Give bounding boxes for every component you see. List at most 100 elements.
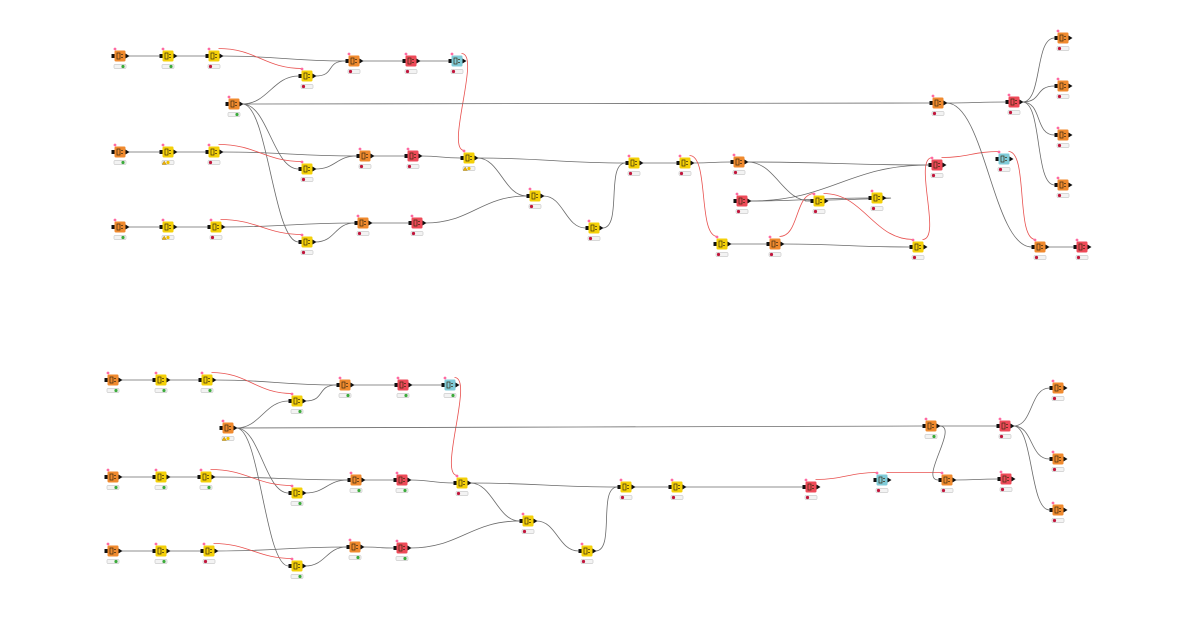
workflow-node[interactable] <box>159 47 178 69</box>
workflow-node[interactable] <box>402 52 421 74</box>
data-connection[interactable] <box>932 425 946 481</box>
input-port[interactable] <box>111 54 115 58</box>
flow-variable-port[interactable] <box>207 47 211 51</box>
flow-variable-connection[interactable] <box>213 543 293 559</box>
data-connection[interactable] <box>1022 101 1055 186</box>
flow-variable-port[interactable] <box>804 478 808 482</box>
flow-variable-port[interactable] <box>812 192 816 196</box>
input-port[interactable] <box>298 74 302 78</box>
data-connection[interactable] <box>315 222 355 243</box>
output-port[interactable] <box>361 477 366 483</box>
input-port[interactable] <box>730 160 734 164</box>
data-connection[interactable] <box>315 155 357 170</box>
flow-variable-connection[interactable] <box>458 53 468 151</box>
output-port[interactable] <box>533 518 538 524</box>
workflow-node[interactable] <box>200 542 219 564</box>
input-port[interactable] <box>995 157 999 161</box>
input-port[interactable] <box>205 54 209 58</box>
flow-variable-port[interactable] <box>161 218 165 222</box>
flow-variable-port[interactable] <box>410 214 414 218</box>
flow-variable-connection[interactable] <box>823 193 914 240</box>
workflow-node[interactable] <box>453 474 472 496</box>
workflow-node[interactable] <box>159 218 178 240</box>
data-connection[interactable] <box>410 479 454 484</box>
data-connection[interactable] <box>750 164 929 202</box>
workflow-node[interactable] <box>408 214 427 236</box>
data-connection[interactable] <box>1022 85 1055 103</box>
flow-variable-port[interactable] <box>1051 379 1055 383</box>
flow-variable-port[interactable] <box>349 471 353 475</box>
input-port[interactable] <box>207 225 211 229</box>
input-port[interactable] <box>1049 508 1053 512</box>
flow-variable-connection[interactable] <box>922 157 933 240</box>
data-connection[interactable] <box>946 102 1032 248</box>
flow-variable-port[interactable] <box>300 233 304 237</box>
input-port[interactable] <box>402 59 406 63</box>
workflow-node[interactable] <box>152 468 171 490</box>
input-port[interactable] <box>394 383 398 387</box>
output-port[interactable] <box>882 195 887 201</box>
flow-variable-port[interactable] <box>113 47 117 51</box>
output-port[interactable] <box>462 58 467 64</box>
input-port[interactable] <box>526 194 530 198</box>
output-port[interactable] <box>631 484 636 490</box>
output-port[interactable] <box>1068 35 1073 41</box>
workflow-node[interactable] <box>1054 176 1073 198</box>
workflow-node[interactable] <box>394 376 413 398</box>
output-port[interactable] <box>125 149 130 155</box>
output-port[interactable] <box>1063 456 1068 462</box>
input-port[interactable] <box>288 399 292 403</box>
flow-variable-port[interactable] <box>290 484 294 488</box>
workflow-node[interactable] <box>393 471 412 493</box>
workflow-node[interactable] <box>996 417 1015 439</box>
flow-variable-port[interactable] <box>227 95 231 99</box>
flow-variable-port[interactable] <box>450 52 454 56</box>
output-port[interactable] <box>1011 476 1016 482</box>
flow-variable-port[interactable] <box>395 539 399 543</box>
output-port[interactable] <box>312 73 317 79</box>
flow-variable-port[interactable] <box>732 153 736 157</box>
output-port[interactable] <box>368 220 373 226</box>
workflow-node[interactable] <box>766 235 785 257</box>
flow-variable-port[interactable] <box>619 478 623 482</box>
flow-variable-connection[interactable] <box>210 469 293 486</box>
input-port[interactable] <box>810 199 814 203</box>
workflow-node[interactable] <box>1054 29 1073 51</box>
workflow-node[interactable] <box>219 419 238 441</box>
output-port[interactable] <box>690 160 695 166</box>
flow-variable-port[interactable] <box>404 52 408 56</box>
output-port[interactable] <box>887 477 892 483</box>
flow-variable-port[interactable] <box>1075 238 1079 242</box>
flow-variable-port[interactable] <box>154 542 158 546</box>
flow-variable-port[interactable] <box>875 471 879 475</box>
workflow-node[interactable] <box>519 512 538 534</box>
output-port[interactable] <box>350 382 355 388</box>
output-port[interactable] <box>360 544 365 550</box>
workflow-node[interactable] <box>526 187 545 209</box>
flow-variable-connection[interactable] <box>450 377 462 476</box>
data-connection[interactable] <box>595 486 618 552</box>
output-port[interactable] <box>1087 244 1092 250</box>
data-connection[interactable] <box>236 427 289 567</box>
data-connection[interactable] <box>242 103 299 170</box>
output-port[interactable] <box>233 425 238 431</box>
input-port[interactable] <box>453 481 457 485</box>
output-port[interactable] <box>118 377 123 383</box>
workflow-node[interactable] <box>288 392 307 414</box>
flow-variable-port[interactable] <box>580 542 584 546</box>
flow-variable-port[interactable] <box>300 67 304 71</box>
flow-variable-port[interactable] <box>940 471 944 475</box>
workflow-node[interactable] <box>1049 379 1068 401</box>
output-port[interactable] <box>118 548 123 554</box>
workflow-node[interactable] <box>909 238 928 260</box>
input-port[interactable] <box>868 196 872 200</box>
flow-variable-port[interactable] <box>113 143 117 147</box>
workflow-node[interactable] <box>922 417 941 439</box>
workflow-node[interactable] <box>205 47 224 69</box>
workflow-node[interactable] <box>1049 450 1068 472</box>
data-connection[interactable] <box>421 155 461 159</box>
flow-variable-port[interactable] <box>358 147 362 151</box>
data-connection[interactable] <box>477 157 626 164</box>
data-connection[interactable] <box>305 546 347 567</box>
flow-variable-connection[interactable] <box>218 48 303 69</box>
